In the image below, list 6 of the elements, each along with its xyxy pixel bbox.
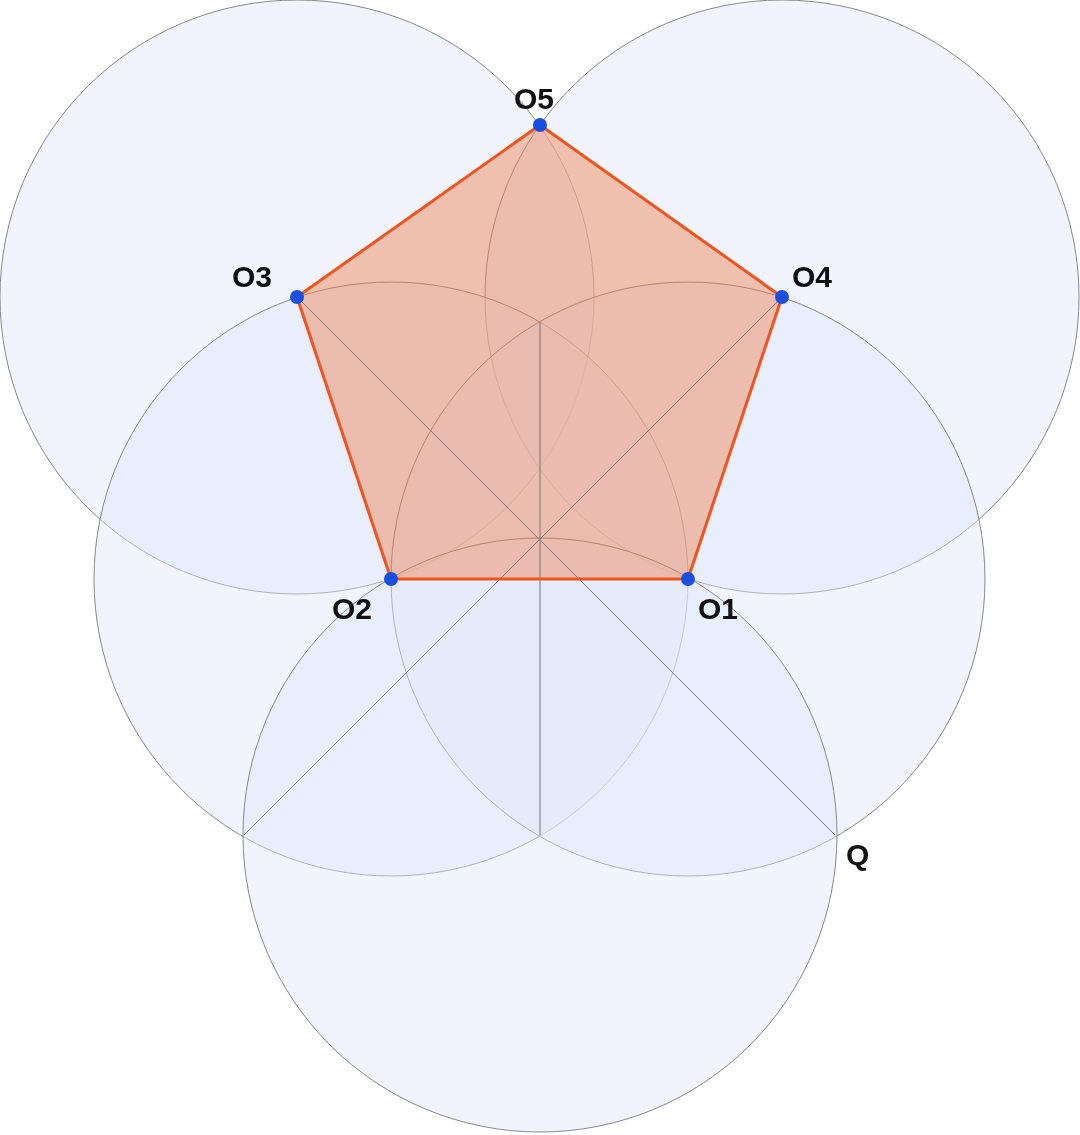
point-label: O4	[792, 262, 833, 292]
point-label: O1	[698, 594, 739, 624]
point-label: O3	[232, 262, 273, 292]
point-label: O5	[514, 84, 555, 114]
point-label: Q	[846, 840, 870, 870]
point-label: O2	[332, 594, 373, 624]
